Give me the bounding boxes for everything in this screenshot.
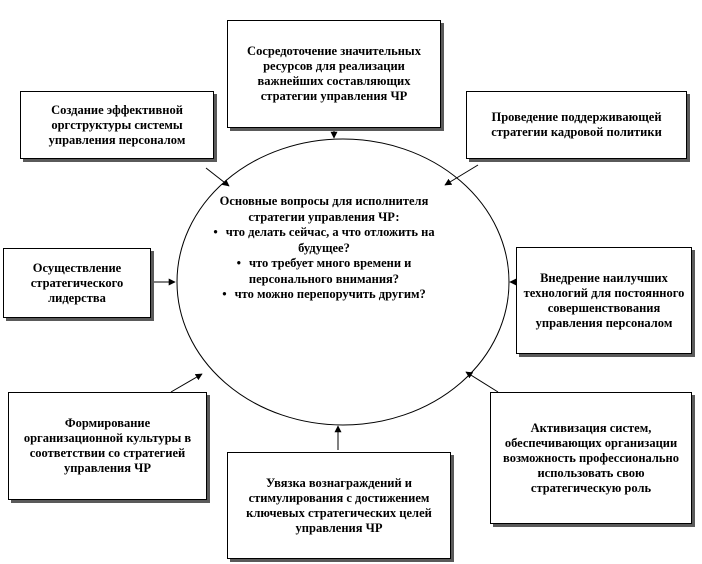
box-org-culture: Формирование организационной культуры в … [8,392,207,500]
box-org-structure: Создание эффективной оргструктуры систем… [20,91,214,159]
arrow-from-bottom-right-box [465,371,499,393]
box-best-technologies: Внедрение наилучших технологий для посто… [516,247,692,354]
box-label: Сосредоточение значительных ресурсов для… [247,44,421,103]
center-questions: Основные вопросы для исполнителя стратег… [206,194,442,303]
box-resource-concentration: Сосредоточение значительных ресурсов для… [227,20,441,128]
center-question-list: •что делать сейчас, а что отложить на бу… [206,225,442,303]
box-label: Формирование организационной культуры в … [23,416,192,475]
box-system-activation: Активизация систем, обеспечивающих орган… [490,392,692,524]
box-label: Создание эффективной оргструктуры систем… [48,102,186,147]
bullet-icon: • [222,287,227,301]
center-question-text: что требует много времени и персональног… [248,256,412,286]
box-label: Активизация систем, обеспечивающих орган… [503,420,679,495]
center-question-text: что делать сейчас, а что отложить на буд… [225,225,435,255]
box-label: Осуществление стратегического лидерства [30,260,124,305]
box-strategic-leadership: Осуществление стратегического лидерства [3,248,151,318]
center-question-item: • что требует много времени и персонально… [206,256,442,287]
bullet-icon: • [236,256,241,270]
arrow-from-top-left-box [205,167,230,187]
box-reward-linkage: Увязка вознаграждений и стимулирования с… [227,452,451,559]
center-question-text: что можно перепоручить другим? [234,287,426,301]
central-ellipse [176,138,510,426]
box-supporting-policy: Проведение поддерживающей стратегии кадр… [466,91,687,159]
arrow-from-top-right-box [444,164,479,186]
box-label: Внедрение наилучших технологий для посто… [523,270,685,330]
bullet-icon: • [213,225,218,239]
center-question-item: • что можно перепоручить другим? [206,287,442,303]
box-label: Увязка вознаграждений и стимулирования с… [246,475,432,535]
center-question-item: • что делать сейчас, а что отложить на бу… [206,225,442,256]
center-title: Основные вопросы для исполнителя стратег… [219,194,429,224]
box-label: Проведение поддерживающей стратегии кадр… [491,110,662,139]
arrow-from-bottom-left-box [170,373,203,393]
